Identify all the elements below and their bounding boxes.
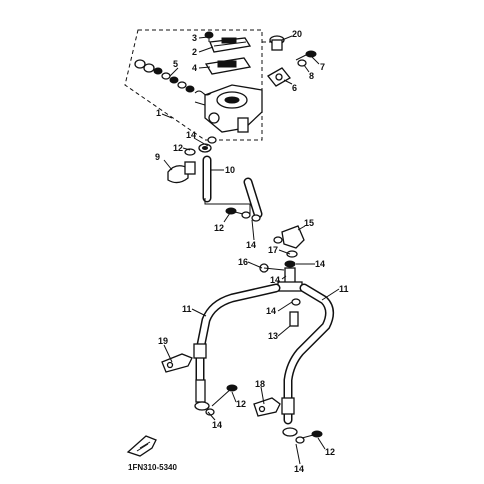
callout-1: 1 (156, 108, 161, 118)
callout-14-top: 14 (186, 130, 196, 140)
callout-7: 7 (320, 62, 325, 72)
left-lower-hose (193, 283, 281, 403)
callout-3: 3 (192, 33, 197, 43)
callout-20: 20 (292, 29, 302, 39)
callout-11-left: 11 (182, 304, 192, 314)
callout-18: 18 (255, 379, 265, 389)
callout-14-joint-center: 14 (270, 275, 280, 285)
callout-14-joint-lower: 14 (266, 306, 276, 316)
left-caliper-banjo (194, 379, 238, 416)
right-lower-hose (281, 283, 334, 425)
clamp-bolt-part (295, 50, 317, 67)
callout-5: 5 (173, 59, 178, 69)
right-hose-clamp (253, 397, 281, 417)
joint-bolt-upper (225, 207, 261, 222)
left-hose-clamp (161, 353, 193, 373)
callout-8: 8 (309, 71, 314, 81)
callout-9: 9 (155, 152, 160, 162)
callout-14-mid: 14 (246, 240, 256, 250)
callout-14-right: 14 (294, 464, 304, 474)
front-direction-arrow-icon (126, 435, 157, 457)
callout-4: 4 (192, 63, 197, 73)
callout-2: 2 (192, 47, 197, 57)
callout-14-joint-right: 14 (315, 259, 325, 269)
callout-12-left: 12 (236, 399, 246, 409)
callout-12-mid: 12 (214, 223, 224, 233)
callout-17: 17 (268, 245, 278, 255)
callout-labels: 3 2 4 5 1 20 6 7 8 9 12 14 10 12 14 15 1… (128, 29, 349, 474)
callout-15: 15 (304, 218, 314, 228)
leader-lines (161, 35, 340, 465)
master-cylinder-group (124, 29, 282, 141)
part-code-label: 1FN310-5340 (128, 463, 177, 472)
callout-10: 10 (225, 165, 235, 175)
callout-16: 16 (238, 257, 248, 267)
bleed-cap-part (269, 35, 285, 51)
upper-brake-hose (202, 155, 263, 219)
callout-11-right: 11 (339, 284, 349, 294)
callout-12-top: 12 (173, 143, 183, 153)
clamp-part (267, 67, 291, 87)
callout-19: 19 (158, 336, 168, 346)
three-way-joint (259, 225, 305, 327)
upper-banjo-fitting (167, 136, 217, 184)
right-caliper-banjo (282, 427, 323, 444)
callout-14-left: 14 (212, 420, 222, 430)
callout-6: 6 (292, 83, 297, 93)
callout-12-right: 12 (325, 447, 335, 457)
callout-13: 13 (268, 331, 278, 341)
